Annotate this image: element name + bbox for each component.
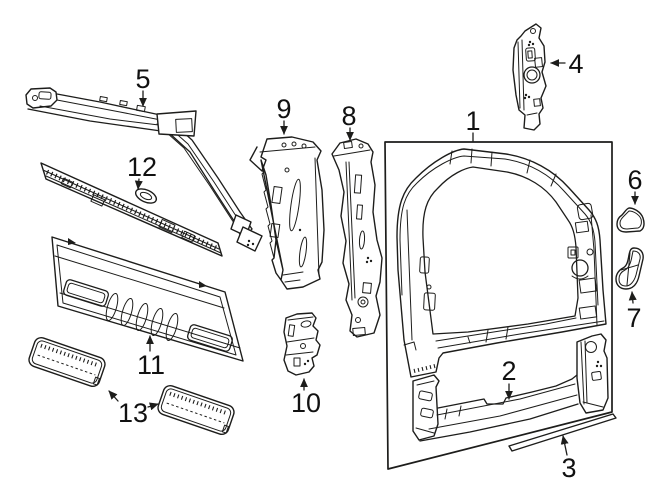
callout-4[interactable]: 4 [550,49,584,79]
callouts: 1 2 3 4 5 6 7 8 [108,49,643,483]
part-6-drawing[interactable] [616,207,645,233]
callout-11-label[interactable]: 11 [137,350,165,380]
callout-7-label[interactable]: 7 [626,303,641,333]
callout-2[interactable]: 2 [501,356,517,400]
part-7-drawing[interactable] [615,247,644,290]
part-13a-drawing[interactable] [27,336,107,388]
callout-6-label[interactable]: 6 [627,165,642,195]
callout-3-label[interactable]: 3 [561,453,576,483]
callout-10-label[interactable]: 10 [291,388,321,418]
part-11-drawing[interactable] [51,236,244,362]
callout-12-label[interactable]: 12 [127,152,157,182]
part-13b-drawing[interactable] [156,384,236,436]
callout-8[interactable]: 8 [341,101,357,141]
callout-2-label[interactable]: 2 [501,356,516,386]
part-1-drawing[interactable] [396,148,607,378]
part-8-drawing[interactable] [331,138,383,338]
callout-13-arrow-left [108,390,119,402]
callout-3-arrow [560,435,569,456]
callout-13-arrow-right [147,402,159,411]
callout-12[interactable]: 12 [127,152,157,190]
part-5-drawing[interactable] [25,87,263,252]
callout-3[interactable]: 3 [560,435,577,483]
callout-7[interactable]: 7 [626,291,642,333]
callout-9[interactable]: 9 [276,94,292,135]
part-3-drawing[interactable] [508,413,617,452]
part-4-drawing[interactable] [512,23,547,131]
callout-7-arrow [628,291,637,304]
part-10-drawing[interactable] [283,312,321,376]
callout-1-label[interactable]: 1 [465,106,480,136]
callout-5-label[interactable]: 5 [135,64,150,94]
callout-10[interactable]: 10 [291,378,321,418]
part-9-drawing[interactable] [249,136,325,290]
callout-4-label[interactable]: 4 [568,49,583,79]
callout-13-label[interactable]: 13 [118,398,148,428]
callout-13[interactable]: 13 [108,390,159,428]
callout-9-label[interactable]: 9 [276,94,291,124]
callout-1[interactable]: 1 [465,106,481,142]
callout-11[interactable]: 11 [137,335,165,380]
callout-5[interactable]: 5 [135,64,151,107]
callout-8-label[interactable]: 8 [341,101,356,131]
part-2-drawing[interactable] [412,333,609,442]
callout-6[interactable]: 6 [627,165,643,205]
callout-12-arrow [134,178,143,190]
part-12-drawing[interactable] [40,162,223,257]
